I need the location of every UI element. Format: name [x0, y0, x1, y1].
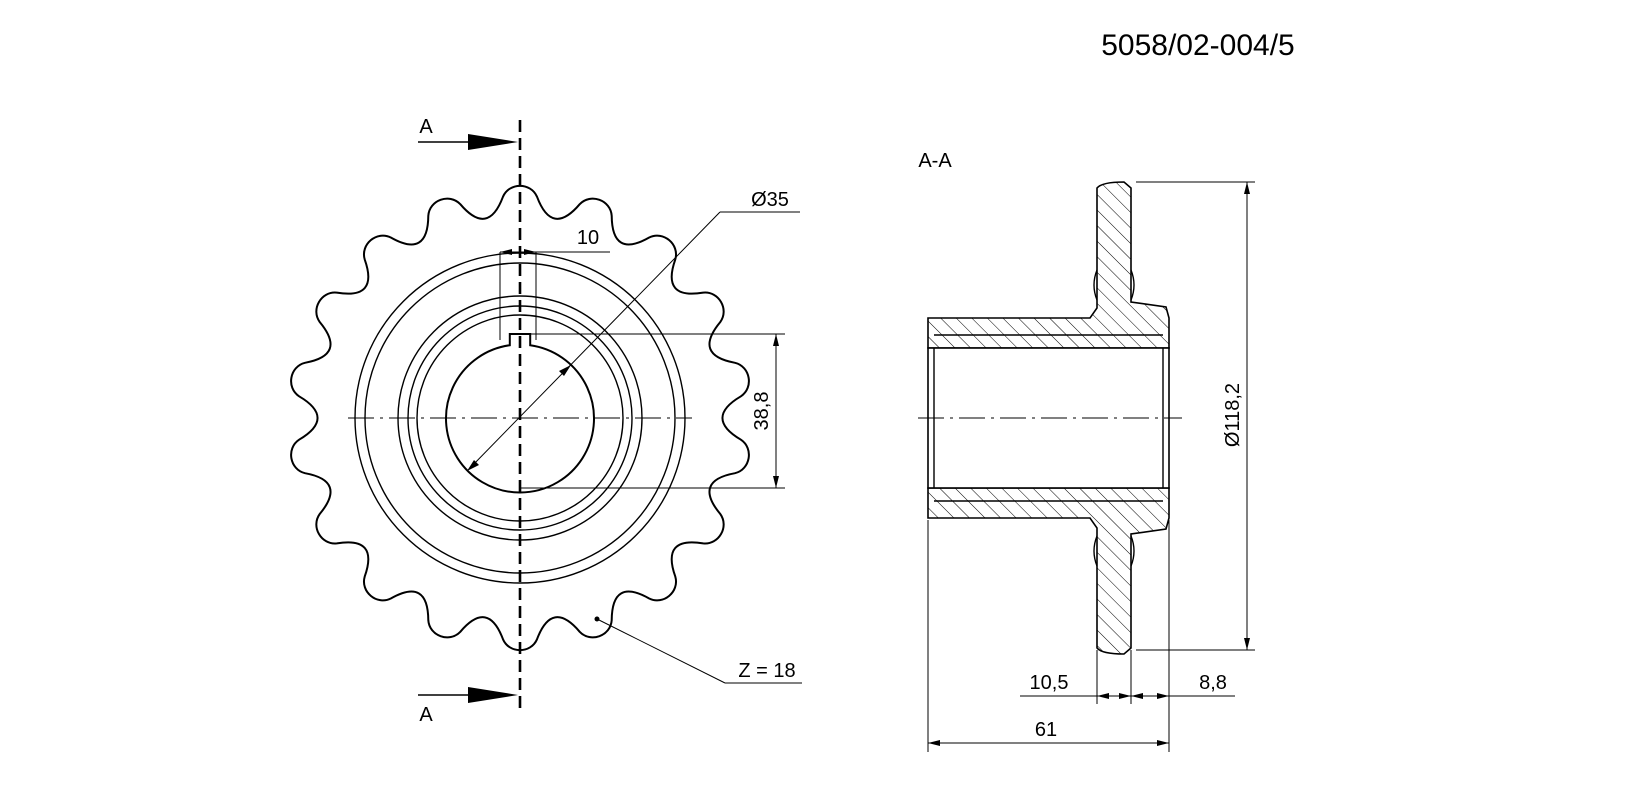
- keyway-width-dimension: 10: [499, 227, 610, 340]
- section-arrow-bottom-head: [468, 687, 518, 703]
- section-marker-top: A: [419, 116, 433, 138]
- offset-dimension: 8,8: [1131, 672, 1235, 699]
- keyway-depth-dimension: 38,8: [520, 333, 785, 489]
- sprocket-teeth-outline: [290, 184, 750, 652]
- offset-label: 8,8: [1199, 672, 1227, 694]
- keyway-width-label: 10: [577, 227, 599, 249]
- plate-thickness-dimension: 10,5: [1020, 672, 1131, 699]
- teeth-count-label: Z = 18: [738, 660, 795, 682]
- section-arrow-top-head: [468, 134, 518, 150]
- outer-diameter-label: Ø118,2: [1222, 383, 1244, 447]
- section-bottom-hatch: [927, 487, 1170, 655]
- drawing-number: 5058/02-004/5: [1101, 29, 1295, 62]
- hub-length-label: 61: [1035, 719, 1057, 741]
- front-view: A A 10 Ø35 38,8: [290, 116, 802, 726]
- keyway-depth-label: 38,8: [751, 392, 773, 431]
- bore-diameter-dimension: Ø35: [467, 189, 800, 471]
- tooth-count-leader: Z = 18: [594, 616, 802, 684]
- bore-diameter-label: Ø35: [751, 189, 789, 211]
- section-top-hatch: [927, 181, 1170, 349]
- section-marker-bottom: A: [419, 704, 433, 726]
- plate-thickness-label: 10,5: [1030, 672, 1069, 694]
- outer-diameter-dimension: Ø118,2: [1136, 181, 1255, 651]
- bore-with-keyway: [445, 333, 595, 494]
- hub-length-dimension: 61: [928, 719, 1169, 746]
- section-title: A-A: [918, 150, 952, 172]
- section-view: A-A Ø118,2: [918, 150, 1255, 752]
